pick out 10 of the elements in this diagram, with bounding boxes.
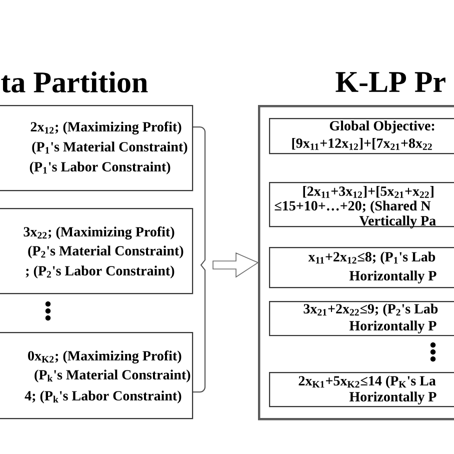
constraint-box: 3x$_{21}$+2x$_{22}$≤9; (P$_{2}$'s Lab Horizontally P: [269, 301, 454, 336]
constraint-box: x$_{11}$+2x$_{12}$≤8; (P$_{1}$'s Lab Horizontally P: [269, 247, 454, 288]
constraint-box: 0x$_{K2}$; (Maximizing Profit) (P$_{k}$'s Material Constraint) 4; (P$_{k}$'s Labor Constraint): [0, 332, 194, 420]
constraint-box: 3x$_{22}$; (Maximizing Profit) (P$_{2}$'s Material Constraint) ; (P$_{2}$'s Labor Constraint): [0, 208, 194, 294]
constraint-box: 2x$_{K1}$+5x$_{K2}$≤14 (P$_{K}$'s La Horizontally P: [269, 372, 454, 408]
constraint-box: Global Objective: [9x$_{11}$+12x$_{12}$]+[7x$_{21}$+8x$_{22}$: [269, 118, 454, 154]
constraint-box: [2x$_{11}$+3x$_{12}$]+[5x$_{21}$+x$_{22}$] ≤15+10+…+20; (Shared N Vertically Pa: [269, 182, 454, 228]
hollow-arrow: [212, 252, 259, 278]
panel-box: [258, 105, 454, 420]
constraint-box: 2x$_{12}$; (Maximizing Profit) (P$_{1}$'s Material Constraint) (P$_{1}$'s Labor Constraint): [0, 105, 194, 192]
